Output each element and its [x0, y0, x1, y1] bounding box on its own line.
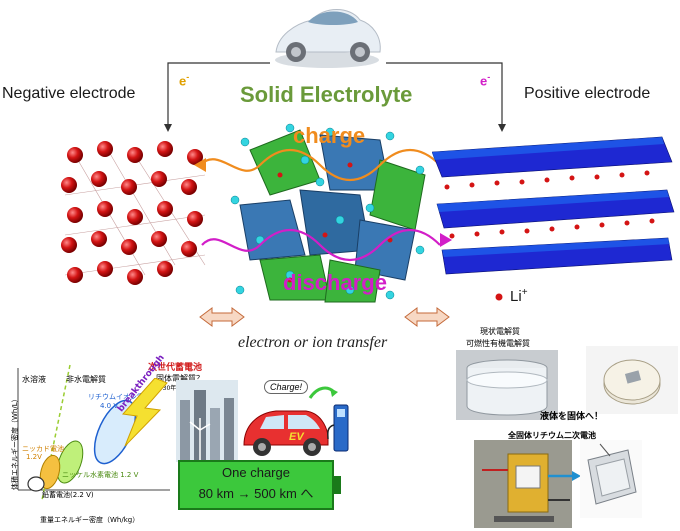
positive-electrode-label: Positive electrode: [524, 85, 651, 102]
liquid-electrolyte-photo: [456, 350, 558, 420]
label-all-solid-battery: 全固体リチウム二次電池: [508, 431, 596, 440]
solid-electrolyte-title: Solid Electrolyte: [240, 82, 413, 107]
label-nonaqueous: 非水電解質: [66, 375, 106, 384]
negative-electrode-lattice: [61, 141, 206, 285]
all-solid-battery-photo: [474, 440, 572, 528]
solid-electrolyte-crystal: [230, 123, 426, 303]
label-li-ion: リチウムイオン電池: [88, 393, 151, 401]
energy-density-graph: [17, 364, 170, 501]
label-next-gen: 次世代蓄電池: [148, 363, 203, 373]
discharge-label: discharge: [283, 270, 387, 295]
label-flammable-electrolyte: 可燃性有機電解質: [466, 339, 530, 348]
charge-discharge-waves: [194, 149, 459, 261]
positive-electrode-layers: [432, 136, 675, 275]
label-lead: 鉛蓄電池(2.2 V): [42, 491, 94, 499]
label-ni-mh: ニッケル水素電池 1.2 V: [62, 471, 139, 479]
breakthrough-lightning: [122, 378, 168, 447]
label-current-electrolyte: 現状電解質: [480, 327, 520, 336]
ev-label: EV: [289, 431, 304, 443]
negative-electrode-label: Negative electrode: [2, 85, 136, 102]
electron-flow-lines: [164, 62, 506, 132]
li-ion-dot: [495, 293, 503, 301]
electron-right-label: e-: [480, 72, 491, 89]
graph-x-axis: 重量エネルギー密度（Wh/kg）: [40, 516, 140, 524]
charge-bubble: Charge!: [264, 380, 309, 394]
electron-left-label: e-: [179, 72, 190, 89]
solid-pellet-photo: [586, 346, 678, 414]
label-liquid-to-solid: 液体を固体へ！: [540, 412, 604, 422]
battery-shape: [178, 460, 341, 510]
ev-car-image: [243, 404, 349, 456]
li-ion-label: Li+: [510, 287, 528, 305]
label-solid: 固体電解質？: [156, 374, 204, 383]
label-year: 2030年？: [155, 385, 183, 392]
battery-cell-photo: [580, 440, 642, 518]
battery-line-1: One charge: [222, 465, 290, 480]
transfer-arrow-right: [404, 307, 450, 327]
label-nicd-v: 1.2V: [26, 453, 42, 461]
charge-arrow-icon: [308, 386, 338, 399]
transfer-arrow-left: [199, 307, 245, 327]
graph-y-axis: 体積エネルギー密度（Wh/L）: [11, 395, 19, 490]
label-nicd: ニッカド電池: [22, 445, 64, 453]
concept-car-image: [275, 9, 381, 68]
label-li-ion-v: 4.0 V: [100, 402, 119, 410]
label-aqueous: 水溶液: [22, 375, 46, 384]
battery-line-2: 80 km → 500 km へ: [198, 486, 314, 501]
charge-label: charge: [293, 123, 366, 148]
transfer-caption: electron or ion transfer: [238, 334, 388, 351]
photo-link-arrow: [548, 471, 581, 481]
cityscape-image: [176, 380, 238, 462]
